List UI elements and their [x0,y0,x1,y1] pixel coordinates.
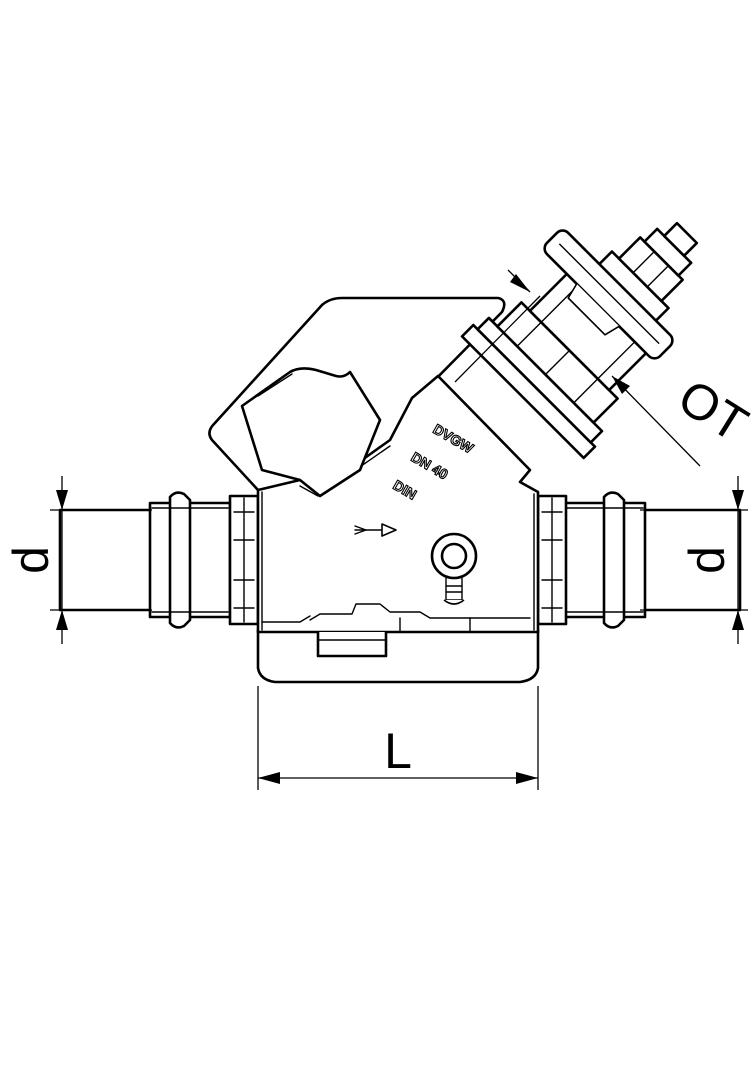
right-d-label: d [679,546,735,574]
dimension-right-d: d [640,476,748,644]
left-d-label: d [3,546,59,574]
right-press-fitting [536,491,742,629]
dimension-length: L [257,686,539,790]
guard-inner-plate [240,367,382,498]
left-press-fitting [58,491,260,629]
flow-direction-arrow [354,523,397,537]
test-port [430,532,478,605]
ot-label: OT [669,368,756,452]
length-label: L [384,723,412,779]
hand-wheel [543,229,674,360]
dimension-left-d: d [3,476,152,644]
